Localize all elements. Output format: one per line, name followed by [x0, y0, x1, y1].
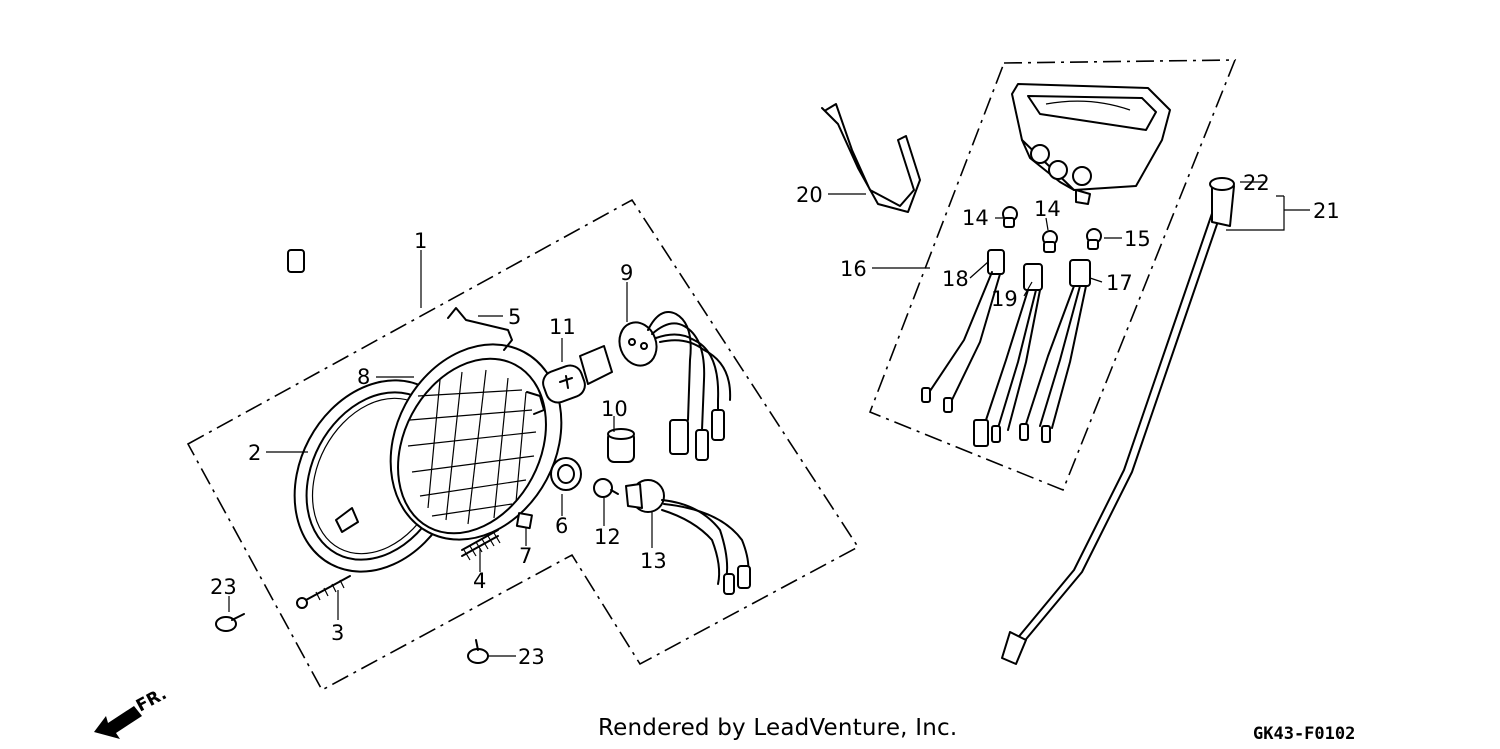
bolt-bottom [467, 639, 489, 664]
callout-4: 4 [473, 569, 486, 593]
callout-23a: 23 [210, 575, 237, 599]
callout-6: 6 [555, 514, 568, 538]
bolt-left [215, 613, 245, 632]
meter-bracket-wire [821, 103, 921, 213]
meter-group-boundary [868, 59, 1237, 492]
front-arrow-icon [94, 706, 142, 739]
bulb-socket-harness [618, 311, 732, 461]
callout-5: 5 [508, 305, 521, 329]
headlight-bulb [542, 345, 613, 404]
callout-10: 10 [601, 397, 628, 421]
headlight-group-boundary [186, 198, 860, 692]
callout-17: 17 [1106, 271, 1133, 295]
meter-bulb-2 [1042, 230, 1058, 253]
callout-13: 13 [640, 549, 667, 573]
callout-7: 7 [519, 544, 532, 568]
spring-clip [447, 307, 513, 351]
callout-9: 9 [620, 261, 633, 285]
callout-labels: 1 2 3 4 5 6 7 8 9 10 11 12 13 14 14 15 1… [210, 171, 1340, 669]
callout-20: 20 [796, 183, 823, 207]
leader-lines [228, 181, 1310, 657]
adjusting-spring [461, 529, 501, 561]
meter-socket-harness-18 [287, 249, 1005, 413]
callout-23b: 23 [518, 645, 545, 669]
meter-bulb-3 [1086, 228, 1102, 250]
callout-15: 15 [1124, 227, 1151, 251]
adjuster-nut [550, 457, 582, 491]
adjusting-screw [296, 575, 351, 609]
meter-housing [1011, 83, 1171, 205]
meter-socket-harness-19 [973, 263, 1043, 447]
callout-1: 1 [414, 229, 427, 253]
callout-18: 18 [942, 267, 969, 291]
position-bulb [593, 478, 619, 498]
callout-2: 2 [248, 441, 261, 465]
callout-16: 16 [840, 257, 867, 281]
front-label: FR. [133, 684, 170, 716]
credit-text: Rendered by LeadVenture, Inc. [598, 715, 958, 741]
position-socket-harness [625, 479, 751, 595]
square-nut [515, 512, 533, 530]
meter-socket-harness-17 [1019, 259, 1091, 443]
diagram-code: GK43-F0102 [1253, 724, 1356, 744]
callout-14a: 14 [962, 206, 989, 230]
callout-11: 11 [549, 315, 576, 339]
speedometer-cable [1001, 177, 1235, 665]
front-direction-marker: FR. [94, 684, 170, 739]
callout-22: 22 [1243, 171, 1270, 195]
callout-3: 3 [331, 621, 344, 645]
callout-14b: 14 [1034, 197, 1061, 221]
meter-bulb-1 [1002, 206, 1018, 228]
callout-12: 12 [594, 525, 621, 549]
callout-19: 19 [991, 287, 1018, 311]
grommet [607, 428, 635, 463]
callout-8: 8 [357, 365, 370, 389]
callout-21: 21 [1313, 199, 1340, 223]
headlight-lens-unit [389, 343, 563, 541]
